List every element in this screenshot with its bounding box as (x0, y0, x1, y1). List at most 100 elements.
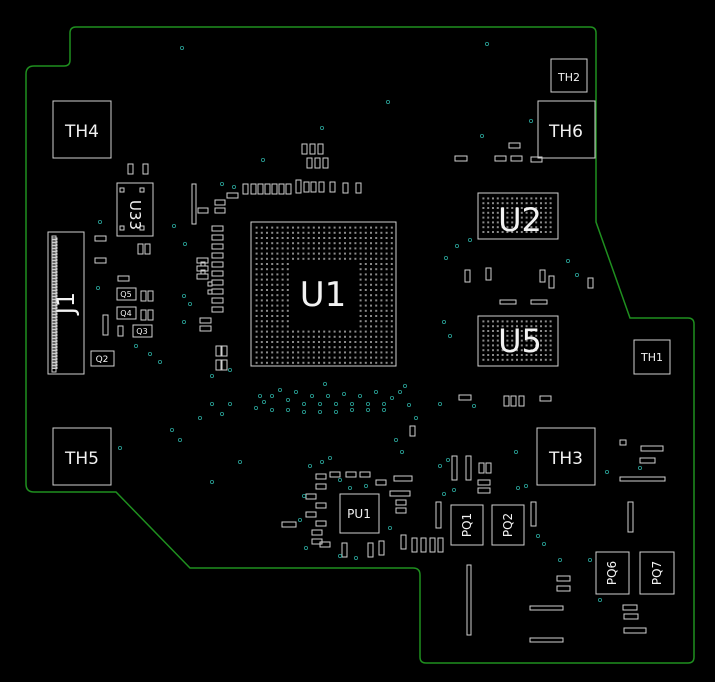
j1-body[interactable] (47, 231, 85, 375)
u1-ball (281, 278, 284, 281)
u1-ball (255, 289, 258, 291)
via (381, 407, 386, 412)
u1-ball (354, 361, 357, 364)
u1-ball (276, 294, 279, 297)
u1-ball (318, 335, 320, 338)
u1-ball (359, 237, 362, 239)
u5-label: U5 (498, 322, 542, 360)
pu1-body[interactable] (339, 493, 380, 534)
u1-ball (359, 252, 362, 255)
u1-ball (375, 283, 378, 286)
u5-ball (525, 354, 528, 356)
u2-ball (501, 216, 504, 219)
u5-ball (535, 325, 538, 328)
u1-ball (255, 351, 258, 354)
pq7-body[interactable] (639, 551, 675, 595)
q2-body[interactable] (90, 350, 115, 367)
u1-ball (338, 247, 341, 250)
u1-ball (286, 346, 289, 349)
u5-ball (516, 334, 518, 337)
via (598, 598, 603, 603)
passive-component (359, 471, 371, 478)
u1-ball (255, 309, 258, 312)
u1-ball (318, 257, 320, 260)
passive-component (395, 499, 407, 506)
u2-ball (516, 202, 518, 205)
u5-body[interactable] (477, 315, 559, 367)
u1-ball (281, 341, 284, 343)
u1-ball (390, 330, 393, 333)
pq2-body[interactable] (491, 504, 525, 546)
u1-ball (338, 330, 341, 333)
q3-body[interactable] (132, 324, 153, 338)
u2-ball (530, 202, 533, 205)
th5-body[interactable] (52, 427, 112, 486)
via (197, 415, 202, 420)
th4-body[interactable] (52, 100, 112, 159)
u2-body[interactable] (477, 192, 559, 240)
j1-label: J1 (52, 292, 80, 316)
u1-ball (385, 278, 388, 281)
u1-ball (323, 242, 326, 245)
u2-ball (540, 226, 542, 229)
u5-ball (492, 330, 494, 332)
u1-ball (370, 346, 372, 349)
u1-ball (390, 299, 393, 302)
u1-ball (271, 315, 274, 317)
pq6-label: PQ6 (605, 561, 619, 585)
passive-component (140, 290, 147, 302)
u2-ball (482, 221, 485, 224)
u5-ball (525, 344, 528, 347)
u1-ball (390, 346, 393, 349)
u1-ball (286, 356, 289, 359)
u5-ball (540, 339, 542, 342)
u1-ball (297, 226, 300, 229)
u2-ball (487, 211, 490, 214)
u1-ball (349, 257, 352, 260)
u1-ball (370, 335, 372, 338)
u1-ball (302, 247, 305, 250)
u5-ball (544, 325, 547, 328)
passive-component (264, 183, 271, 195)
u5-ball (511, 320, 514, 323)
u1-ball (255, 341, 258, 343)
u1-ball (260, 247, 263, 250)
u1-ball (266, 341, 268, 343)
u1-ball (307, 341, 310, 343)
u1-ball (307, 335, 310, 338)
pq1-body[interactable] (450, 504, 484, 546)
th6-body[interactable] (537, 100, 596, 159)
q5-body[interactable] (116, 287, 137, 301)
u2-ball (525, 211, 528, 214)
passive-component (478, 462, 485, 474)
u2-ball (511, 197, 514, 200)
via (227, 401, 232, 406)
passive-component (211, 270, 224, 277)
u1-ball (344, 252, 346, 255)
u1-ball (276, 335, 279, 338)
u1-ball (260, 252, 263, 255)
u1-ball (385, 335, 388, 338)
u1-ball (255, 247, 258, 250)
u2-ball (525, 202, 528, 205)
th2-body[interactable] (550, 58, 588, 93)
u1-ball (260, 278, 263, 281)
u2-ball (492, 216, 494, 219)
u1-ball (390, 341, 393, 343)
th1-body[interactable] (633, 339, 671, 375)
u1-body[interactable] (250, 221, 397, 367)
pq6-body[interactable] (595, 551, 630, 595)
u1-ball (276, 299, 279, 302)
via (524, 483, 529, 488)
passive-component (310, 181, 317, 193)
q4-body[interactable] (116, 306, 137, 320)
u1-ball (266, 252, 268, 255)
u33-body[interactable] (116, 182, 154, 237)
u5-ball (482, 339, 485, 342)
u1-ball (260, 273, 263, 276)
u1-ball (354, 226, 357, 229)
th3-body[interactable] (536, 427, 596, 486)
u1-ball (281, 289, 284, 291)
passive-component (211, 261, 224, 268)
u1-ball (297, 361, 300, 364)
